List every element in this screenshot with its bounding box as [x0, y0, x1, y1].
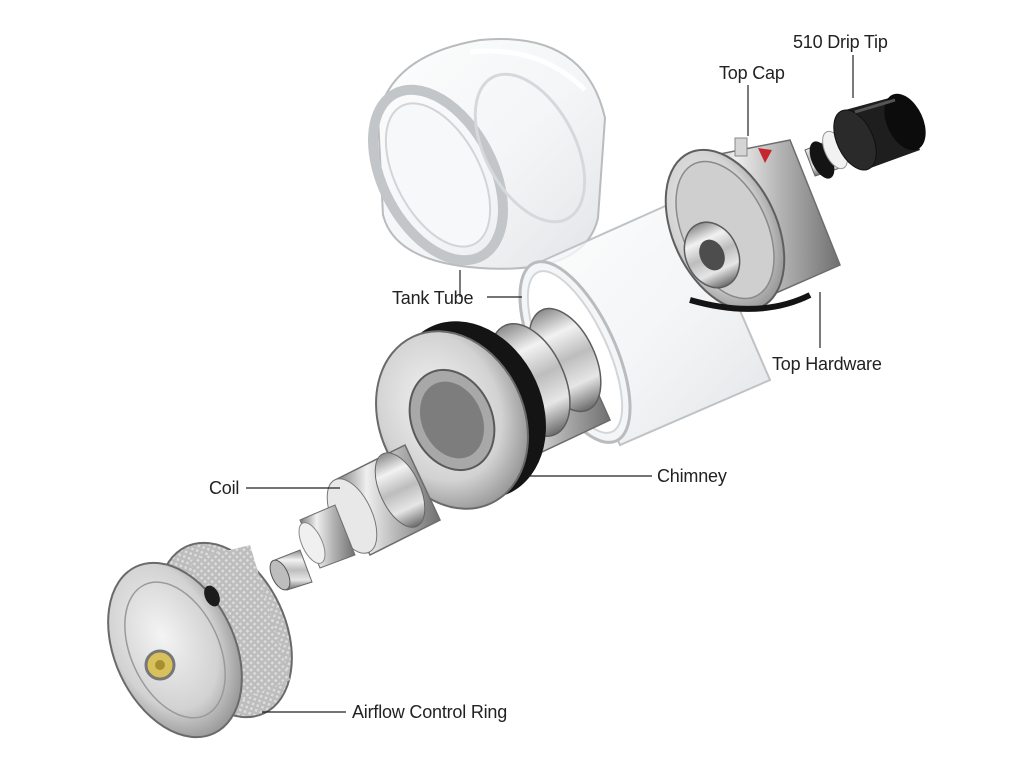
label-top-hardware: Top Hardware	[772, 354, 882, 374]
airflow-control-ring	[107, 541, 293, 739]
coil	[269, 443, 441, 591]
label-drip-tip: 510 Drip Tip	[793, 32, 888, 52]
leader-lines	[246, 55, 854, 713]
bubble-glass	[368, 38, 607, 270]
label-coil: Coil	[209, 478, 240, 498]
label-tank-tube: Tank Tube	[392, 288, 474, 308]
label-top-cap: Top Cap	[719, 63, 785, 83]
label-chimney: Chimney	[657, 466, 727, 486]
drip-tip	[804, 93, 926, 179]
top-hardware	[664, 137, 841, 312]
label-airflow-control-ring: Airflow Control Ring	[352, 702, 508, 722]
